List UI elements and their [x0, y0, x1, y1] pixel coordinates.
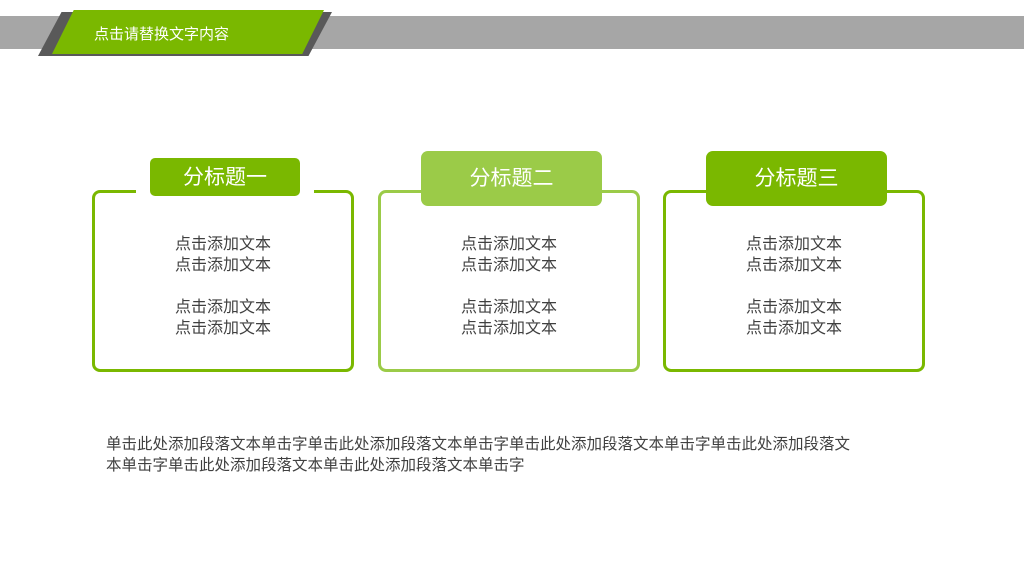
card-1-heading[interactable]: 分标题一 [150, 158, 300, 196]
card-1-line-1: 点击添加文本 [174, 234, 271, 253]
paragraph-line-1: 单击此处添加段落文本单击字单击此处添加段落文本单击字单击此处添加段落文本单击字单… [106, 435, 851, 453]
content-card-3: 点击添加文本 点击添加文本 点击添加文本 点击添加文本 [663, 190, 925, 372]
card-3-line-4: 点击添加文本 [745, 318, 842, 337]
card-2-text[interactable]: 点击添加文本 点击添加文本 点击添加文本 点击添加文本 [381, 233, 637, 338]
card-3-heading[interactable]: 分标题三 [706, 151, 887, 206]
card-2-line-1: 点击添加文本 [460, 234, 557, 253]
card-3-text[interactable]: 点击添加文本 点击添加文本 点击添加文本 点击添加文本 [666, 233, 922, 338]
card-3-line-3: 点击添加文本 [745, 297, 842, 316]
card-1-line-3: 点击添加文本 [174, 297, 271, 316]
content-card-1: 点击添加文本 点击添加文本 点击添加文本 点击添加文本 [92, 190, 354, 372]
body-paragraph[interactable]: 单击此处添加段落文本单击字单击此处添加段落文本单击字单击此处添加段落文本单击字单… [106, 434, 936, 476]
card-2-line-2: 点击添加文本 [460, 255, 557, 274]
content-card-2: 点击添加文本 点击添加文本 点击添加文本 点击添加文本 [378, 190, 640, 372]
card-2-line-4: 点击添加文本 [460, 318, 557, 337]
title-tab [52, 10, 324, 54]
card-1-line-4: 点击添加文本 [174, 318, 271, 337]
card-3-line-2: 点击添加文本 [745, 255, 842, 274]
page-title[interactable]: 点击请替换文字内容 [94, 25, 230, 43]
card-3-line-1: 点击添加文本 [745, 234, 842, 253]
card-1-text[interactable]: 点击添加文本 点击添加文本 点击添加文本 点击添加文本 [95, 233, 351, 338]
card-2-heading[interactable]: 分标题二 [421, 151, 602, 206]
paragraph-line-2: 本单击字单击此处添加段落文本单击此处添加段落文本单击字 [106, 456, 525, 474]
card-2-line-3: 点击添加文本 [460, 297, 557, 316]
card-1-line-2: 点击添加文本 [174, 255, 271, 274]
